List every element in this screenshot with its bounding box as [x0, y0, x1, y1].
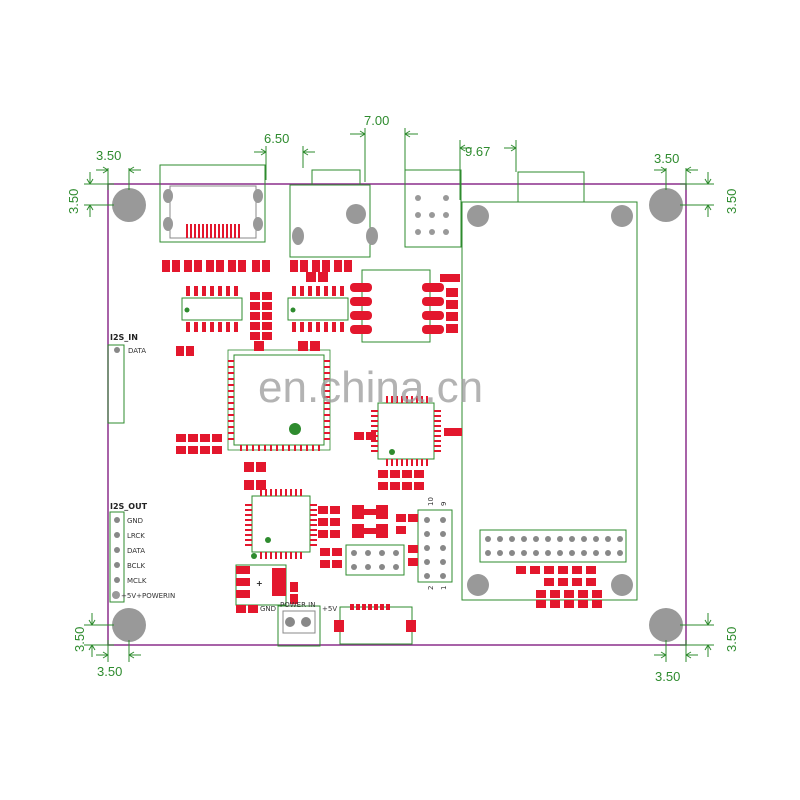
dimension-top-right-h: 3.50 — [654, 151, 679, 166]
grey-pads — [112, 189, 633, 599]
dimension-top-left-v: 3.50 — [66, 189, 81, 214]
i2s-out-pin-lrck: LRCK — [127, 532, 145, 540]
dimension-top-right-v: 3.50 — [724, 189, 739, 214]
pin1-markers — [184, 307, 395, 559]
dimension-module-offset: 9.67 — [465, 144, 490, 159]
dimension-bottom-left-v: 3.50 — [72, 627, 87, 652]
i2s-out-pin-bclk: BCLK — [127, 562, 145, 570]
regulator-plus-sign: + — [256, 579, 263, 588]
dimension-top-left-h: 3.50 — [96, 148, 121, 163]
dimension-usb-offset: 6.50 — [264, 131, 289, 146]
mounting-hole-top-right — [649, 188, 683, 222]
i2s-in-data-label: DATA — [128, 347, 146, 355]
watermark-text: en.china.cn — [258, 363, 483, 412]
i2s-out-pin-gnd: GND — [127, 517, 143, 525]
qfp-main-leads — [228, 360, 330, 451]
dimension-bottom-right-h: 3.50 — [655, 669, 680, 684]
power-5v-label: +5V — [322, 605, 337, 613]
dimension-bottom-right-v: 3.50 — [724, 627, 739, 652]
i2s-out-pin-power: +5V+POWERIN — [121, 592, 175, 600]
i2s-out-pin-mclk: MCLK — [127, 577, 147, 585]
mounting-hole-bottom-right — [649, 608, 683, 642]
qfp-lower-leads — [245, 489, 317, 559]
usb-fingers — [186, 224, 240, 238]
mounting-hole-bottom-left — [112, 608, 146, 642]
mounting-hole-top-left — [112, 188, 146, 222]
component-outlines — [107, 164, 638, 647]
header-label-10: 10 — [427, 497, 435, 506]
qfp-right-leads — [371, 396, 441, 466]
dimension-jack-offset: 7.00 — [364, 113, 389, 128]
power-in-label: POWER IN — [280, 601, 315, 609]
power-gnd-label: GND — [260, 605, 276, 613]
dimension-lines — [84, 128, 714, 662]
i2s-in-label: I2S_IN — [110, 333, 138, 342]
header-pins — [114, 347, 623, 627]
board-outline — [107, 183, 687, 646]
i2s-out-label: I2S_OUT — [110, 502, 148, 511]
red-pads — [162, 260, 602, 632]
i2s-out-pin-data: DATA — [127, 547, 145, 555]
header-label-1: 1 — [440, 586, 448, 590]
dimension-bottom-left-h: 3.50 — [97, 664, 122, 679]
header-label-9: 9 — [440, 502, 448, 506]
header-label-2: 2 — [427, 586, 435, 590]
